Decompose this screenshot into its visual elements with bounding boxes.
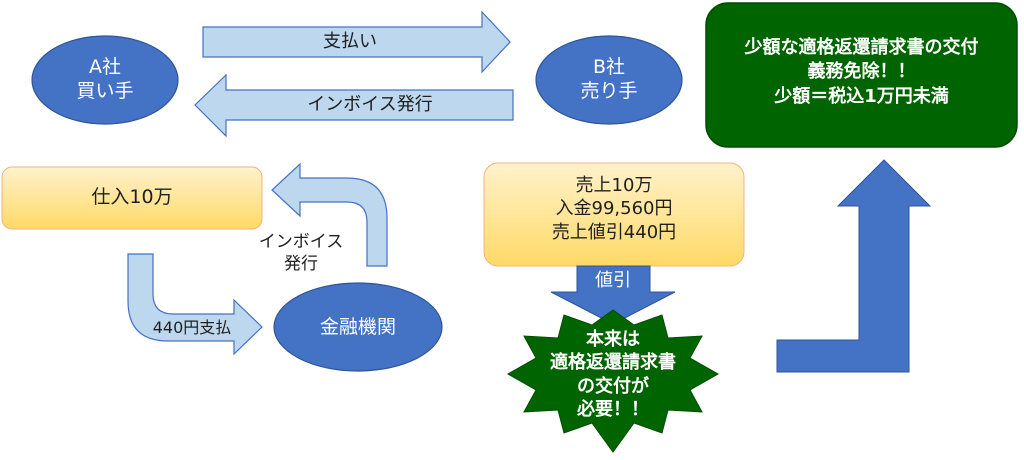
burst-line-2: 適格返還請求書 [550,352,676,374]
company-a-name: A社 [89,56,121,78]
payment-to-bank-arrow [127,253,263,356]
invoice-arrow [194,73,514,138]
burst-text: 本来は 適格返還請求書 の交付が 必要！！ [533,328,693,422]
sales-line-3: 売上値引440円 [551,221,677,243]
notice-line-2: 義務免除！！ [807,61,916,83]
company-a-ellipse [31,35,179,125]
invoice-return-arrow [271,162,388,267]
company-b-name: B社 [592,56,626,78]
notice-line-1: 少額な適格返還請求書の交付 [744,37,979,58]
company-b-ellipse [535,35,683,125]
notice-text: 少額な適格返還請求書の交付 義務免除！！ 少額＝税込1万円未満 [710,36,1013,109]
payment-arrow [202,10,511,74]
company-b-label: B社 売り手 [549,56,669,104]
burst-line-4: 必要！！ [577,399,649,421]
notice-line-3: 少額＝税込1万円未満 [774,85,949,107]
loop-invoice-line-2: 発行 [284,254,318,275]
company-b-role: 売り手 [580,79,638,102]
discount-arrow-label: 値引 [595,270,631,291]
invoice-arrow-label: インボイス発行 [307,94,433,115]
bank-label: 金融機関 [319,316,396,338]
burst-line-3: の交付が [577,375,649,397]
sales-line-1: 売上10万 [575,175,653,196]
payment-arrow-label: 支払い [323,31,377,52]
purchase-box [1,166,263,230]
loop-payment-label: 440円支払 [152,318,232,337]
notice-box [705,2,1018,148]
bank-ellipse [273,282,443,372]
burst-shape [506,309,720,453]
sales-line-2: 入金99,560円 [555,198,673,220]
sales-text: 売上10万 入金99,560円 売上値引440円 [494,174,734,244]
burst-line-1: 本来は [586,329,640,350]
loop-invoice-label: インボイス 発行 [226,231,376,275]
discount-arrow [550,265,676,325]
loop-invoice-line-1: インボイス [258,232,344,252]
bent-up-arrow [776,159,932,373]
company-a-role: 買い手 [76,79,134,102]
company-a-label: A社 買い手 [45,56,165,104]
purchase-label: 仕入10万 [91,186,173,208]
